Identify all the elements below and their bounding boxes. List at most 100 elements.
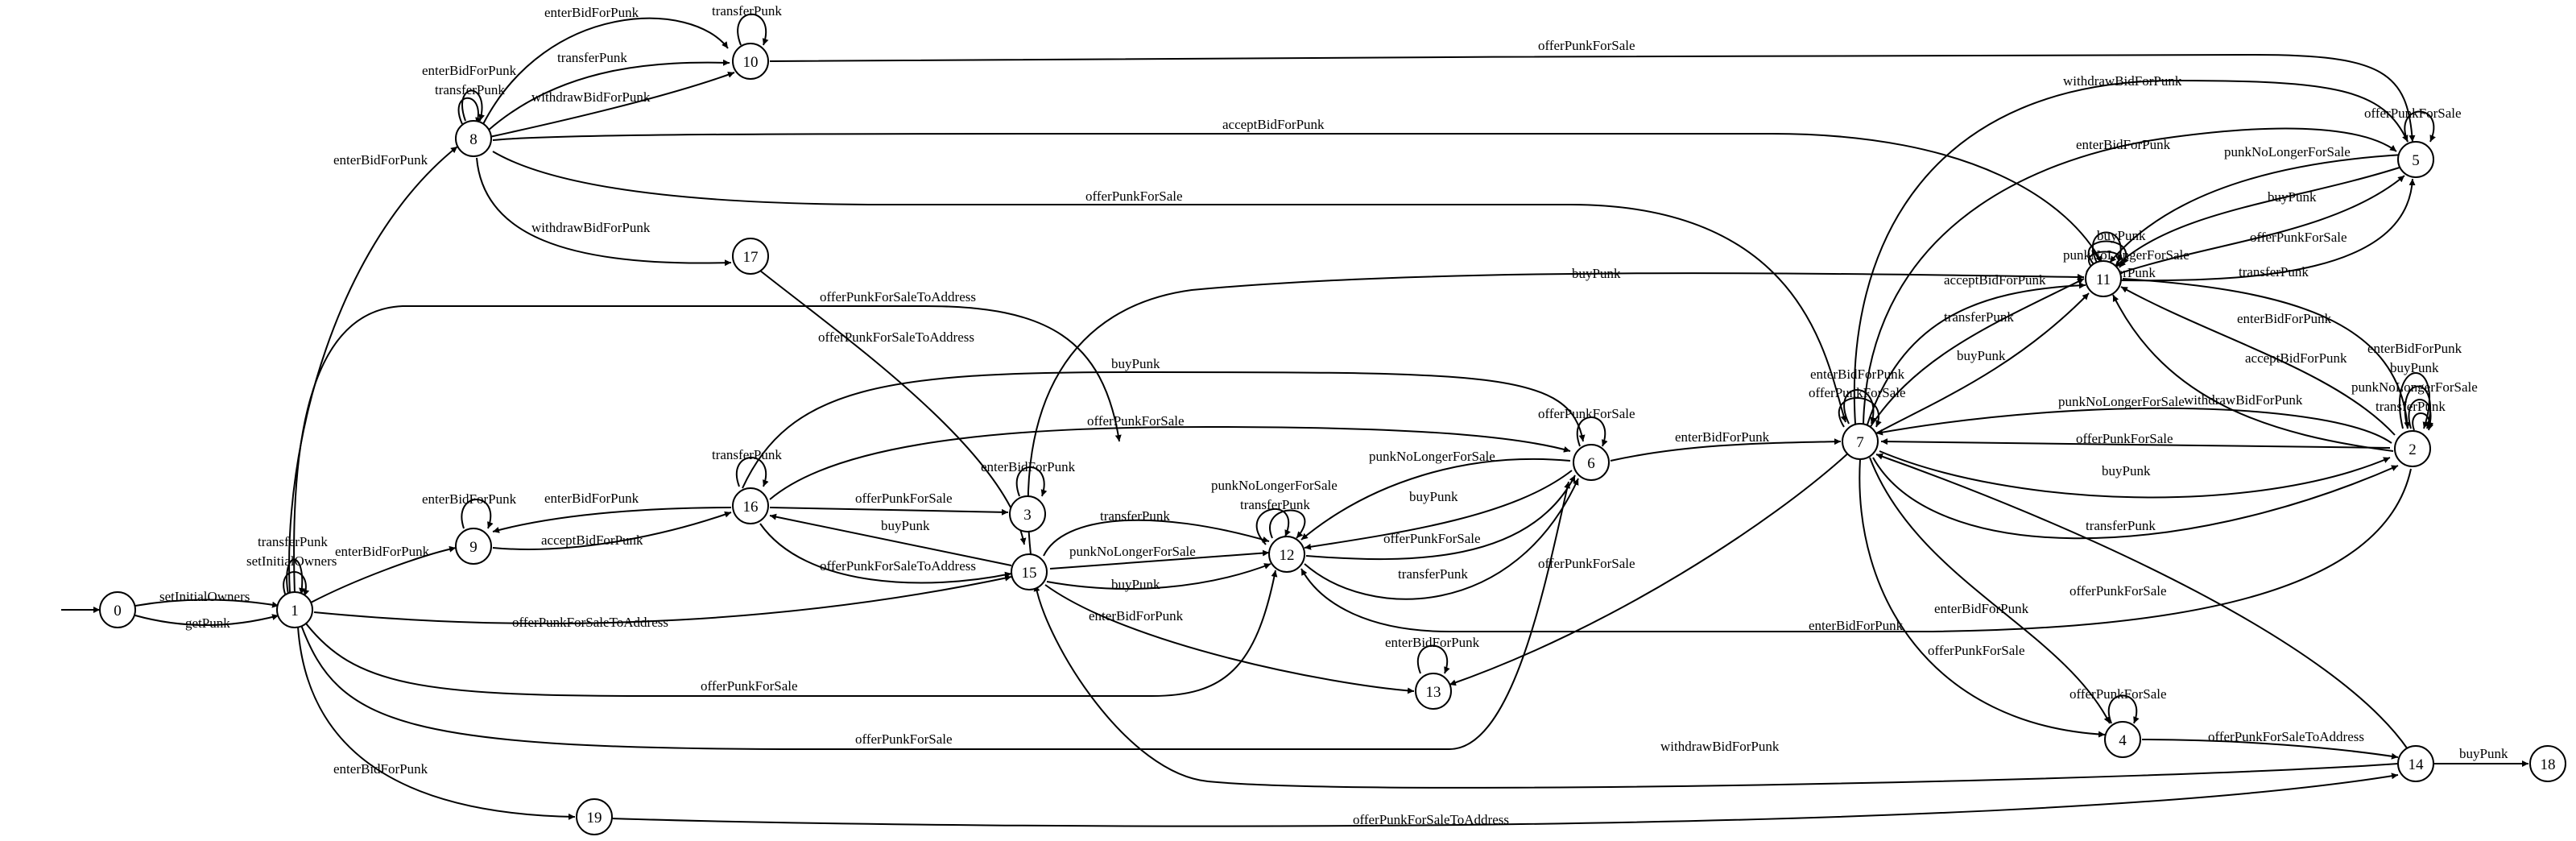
edge-7-2-b	[1872, 457, 2399, 540]
edge-label: offerPunkForSale	[1928, 643, 2025, 658]
state-label: 14	[2409, 756, 2425, 773]
edge-15-16	[769, 513, 1012, 566]
edge-label: enterBidForPunk	[1809, 618, 1904, 633]
edge-label: withdrawBidForPunk	[1660, 739, 1780, 754]
edge-16-15	[759, 523, 1012, 584]
edge-7-11-c	[1872, 292, 2090, 436]
edge-label: offerPunkForSale	[855, 731, 953, 747]
edge-label: buyPunk	[1409, 489, 1458, 504]
edge-15-13	[1044, 584, 1415, 694]
edge-label: offerPunkForSale	[1538, 406, 1635, 421]
edge-label: transferPunk	[2086, 518, 2156, 533]
edge-6-12-a	[1300, 458, 1571, 541]
state-label: 3	[1023, 507, 1032, 524]
edge-12-12-b	[1269, 509, 1306, 539]
edge-label: offerPunkForSale	[855, 491, 953, 506]
edge-label: offerPunkForSaleToAddress	[818, 329, 974, 345]
edge-9-16	[492, 511, 732, 550]
edge-11-11-c	[2088, 251, 2127, 268]
edge-0-1-a	[134, 599, 279, 608]
edge-14-15	[1033, 584, 2399, 789]
edge-10-5	[769, 53, 2416, 143]
edge-label: punkNoLongerForSale	[1069, 544, 1196, 559]
state-label: 17	[743, 249, 759, 266]
state-node-2: 2	[2394, 430, 2431, 467]
state-label: 18	[2541, 756, 2556, 773]
edge-16-6-offer	[769, 425, 1571, 500]
edge-label: offerPunkForSaleToAddress	[2208, 729, 2364, 744]
edge-8-10-a	[482, 17, 729, 125]
edge-6-12-b	[1304, 470, 1573, 550]
edge-label: punkNoLongerForSale	[1369, 449, 1495, 464]
edge-6-7	[1610, 438, 1842, 462]
edge-label: buyPunk	[1111, 356, 1160, 371]
edge-label: offerPunkForSale	[701, 678, 798, 694]
edge-2-7-a	[1875, 407, 2392, 444]
edge-label: transferPunk	[2375, 399, 2446, 414]
state-label: 1	[291, 603, 299, 619]
edge-label: transferPunk	[1398, 566, 1468, 582]
state-label: 11	[2096, 271, 2111, 288]
edge-16-6-buy	[742, 371, 1586, 489]
edge-4-4	[2107, 694, 2140, 724]
state-node-14: 14	[2397, 745, 2434, 782]
edge-13-13	[1417, 644, 1450, 674]
edge-label: enterBidForPunk	[1675, 429, 1770, 445]
edge-label: setInitialOwners	[159, 589, 250, 604]
edge-label: buyPunk	[2390, 360, 2439, 375]
edge-label: buyPunk	[1957, 348, 2006, 363]
edge-1-6-bottom	[300, 481, 1571, 750]
edge-label: acceptBidForPunk	[541, 532, 643, 548]
state-label: 7	[1856, 434, 1864, 451]
edge-label: punkNoLongerForSale	[2058, 394, 2185, 409]
state-node-9: 9	[455, 528, 492, 565]
edge-label: offerPunkForSaleToAddress	[820, 289, 976, 304]
edge-12-6-a	[1305, 474, 1576, 561]
edge-label: withdrawBidForPunk	[531, 220, 651, 235]
edge-5-11-b	[2114, 165, 2405, 268]
edge-7-5-b	[1863, 127, 2397, 425]
state-node-1: 1	[276, 591, 313, 628]
edge-2-2-c	[2408, 399, 2434, 429]
state-node-18: 18	[2529, 745, 2566, 782]
edge-label: offerPunkForSaleToAddress	[512, 615, 668, 630]
edge-label: transferPunk	[1240, 497, 1310, 512]
edge-10-10	[737, 13, 769, 46]
edge-label: buyPunk	[2268, 189, 2317, 205]
edge-2-12	[1300, 468, 2412, 632]
edge-1-9	[310, 545, 457, 603]
edge-15-11	[1027, 272, 2085, 555]
edge-8-7	[492, 151, 1847, 423]
state-node-15: 15	[1011, 553, 1048, 590]
edge-11-5-b	[2117, 178, 2416, 282]
edge-11-2	[2122, 278, 2411, 429]
edge-label: acceptBidForPunk	[1222, 117, 1325, 132]
edge-16-9	[492, 507, 732, 533]
state-node-5: 5	[2397, 141, 2434, 178]
edge-label: transferPunk	[258, 534, 328, 549]
edge-label: withdrawBidForPunk	[2184, 392, 2303, 408]
edge-11-11-b	[2087, 240, 2129, 265]
edge-4-14	[2141, 739, 2399, 760]
edge-label: enterBidForPunk	[981, 459, 1076, 474]
edge-7-4-b	[1859, 458, 2106, 738]
state-label: 5	[2412, 152, 2420, 169]
edge-2-11-a	[2120, 286, 2396, 436]
edge-19-14	[611, 773, 2399, 827]
edge-7-11-a	[1866, 282, 2086, 428]
edge-14-7	[1875, 453, 2409, 750]
edge-label: offerPunkForSale	[1085, 188, 1183, 204]
edge-15-12-b	[1049, 549, 1270, 570]
state-node-4: 4	[2104, 721, 2141, 758]
edge-15-12-c	[1046, 563, 1271, 590]
state-node-12: 12	[1268, 536, 1305, 573]
edge-5-5	[2404, 110, 2436, 143]
edge-label: offerPunkForSaleToAddress	[1353, 812, 1509, 827]
state-label: 13	[1426, 684, 1441, 701]
edge-label: enterBidForPunk	[2237, 311, 2332, 326]
edge-label: withdrawBidForPunk	[531, 89, 651, 105]
state-label: 0	[114, 603, 122, 619]
edge-15-12-a	[1043, 519, 1270, 557]
edge-label: getPunk	[185, 615, 230, 631]
edge-1-12	[305, 570, 1278, 697]
